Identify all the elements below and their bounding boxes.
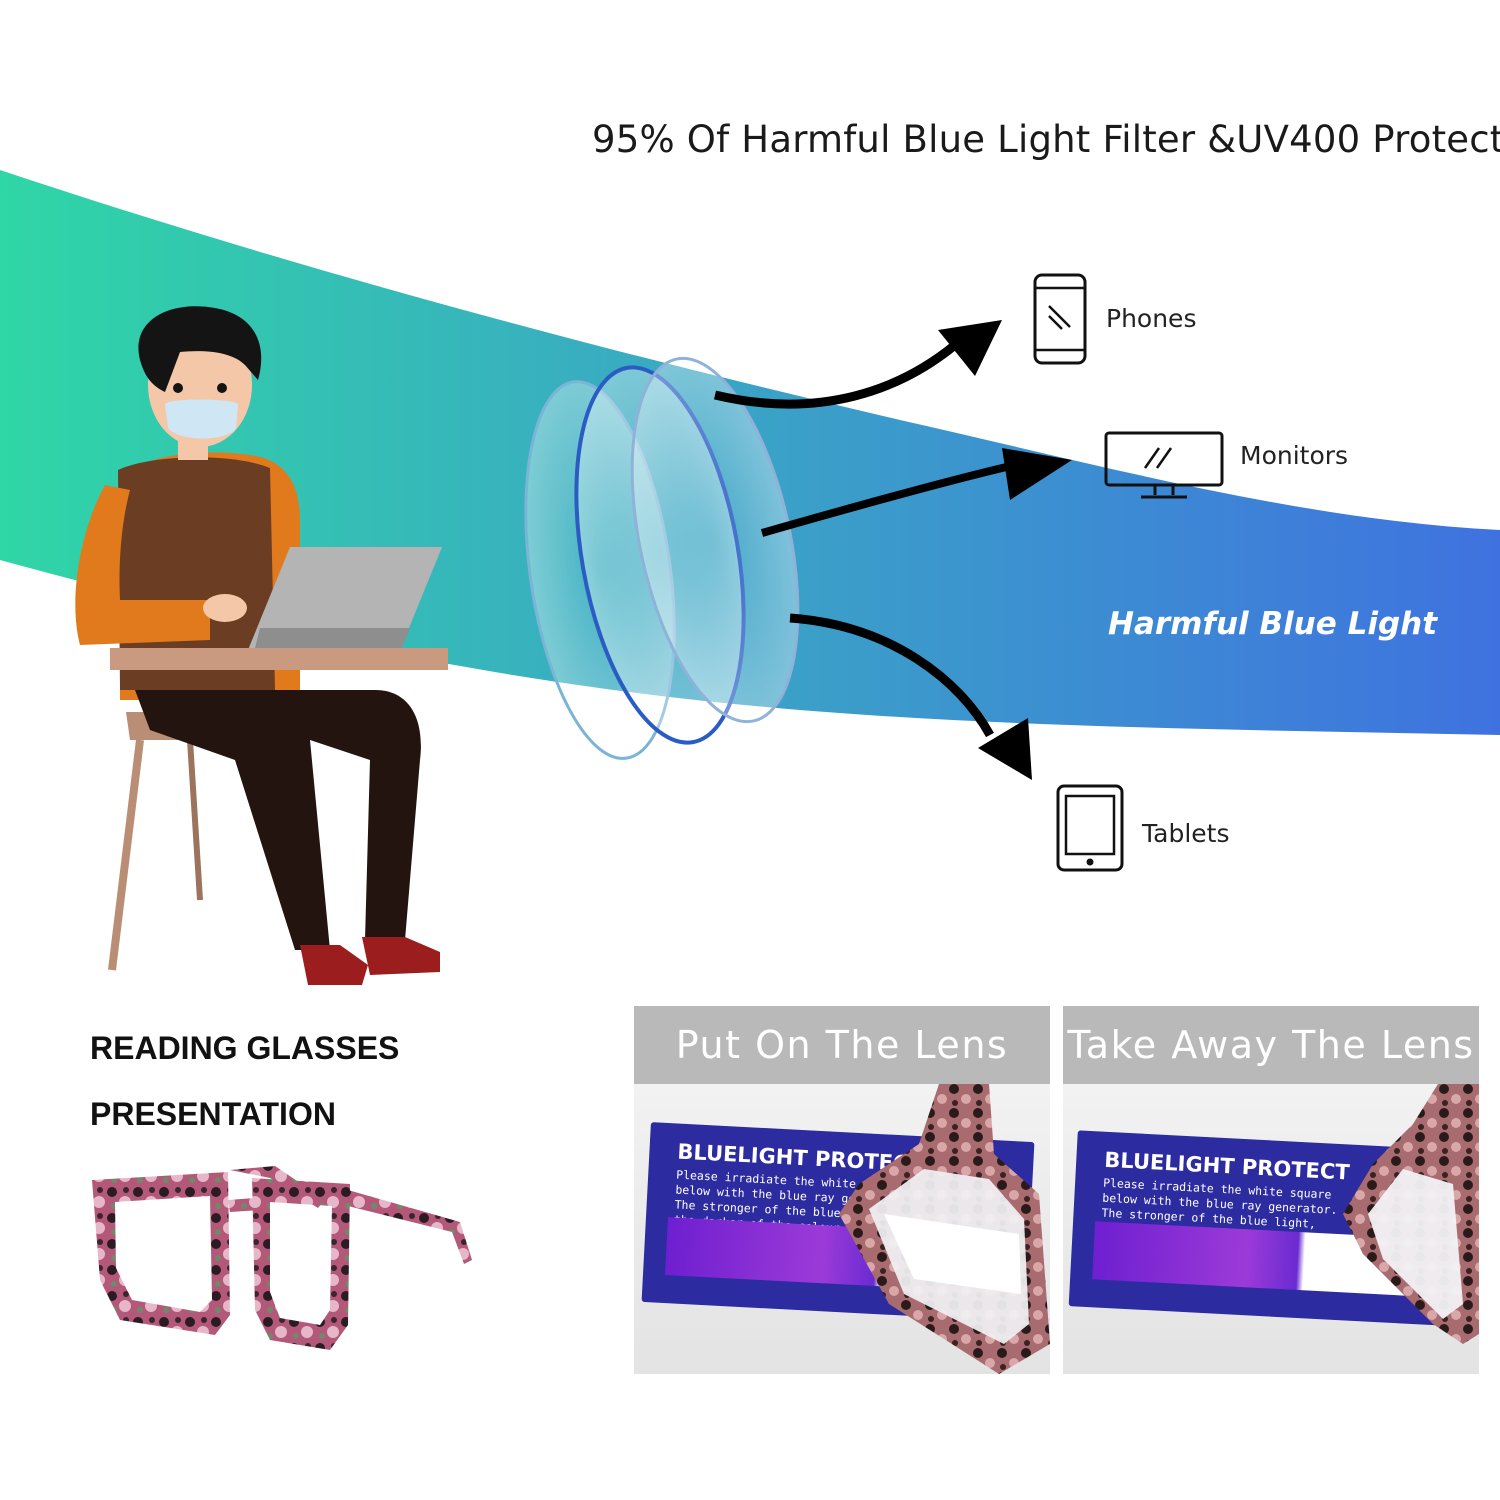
arrow-to-phones [713, 320, 1002, 409]
glasses-frame-with-lens [839, 1084, 1050, 1374]
device-label-phones: Phones [1106, 304, 1197, 333]
presentation-title-line1: READING GLASSES [90, 1030, 400, 1066]
tablet-icon [1056, 784, 1124, 872]
illustration-canvas [0, 170, 1500, 985]
arrow-to-tablets [789, 613, 1032, 780]
panel-photo-take-away: BLUELIGHT PROTECT Please irradiate the w… [1063, 1084, 1479, 1374]
phone-icon [1033, 273, 1087, 365]
presentation-title-line2: PRESENTATION [90, 1096, 336, 1132]
person-illustration [75, 306, 448, 985]
headline: 95% Of Harmful Blue Light Filter &UV400 … [592, 118, 1500, 161]
glasses-frame-edge [1343, 1084, 1479, 1344]
monitor-icon [1104, 431, 1224, 499]
panel-take-away-lens: Take Away The Lens BLUELIGHT PROTECT Ple… [1063, 1006, 1479, 1374]
device-label-tablets: Tablets [1142, 819, 1230, 848]
device-label-monitors: Monitors [1240, 441, 1349, 470]
panel-photo-put-on: BLUELIGHT PROTEC Please irradiate the wh… [634, 1084, 1050, 1374]
panel-title-take-away: Take Away The Lens [1063, 1006, 1479, 1084]
lens-stack [524, 356, 800, 760]
band-label: Harmful Blue Light [1108, 606, 1438, 642]
arrow-to-monitors [760, 448, 1072, 537]
panel-title-put-on: Put On The Lens [634, 1006, 1050, 1084]
panel-put-on-lens: Put On The Lens BLUELIGHT PROTEC Please … [634, 1006, 1050, 1374]
glasses-image [92, 1166, 472, 1350]
